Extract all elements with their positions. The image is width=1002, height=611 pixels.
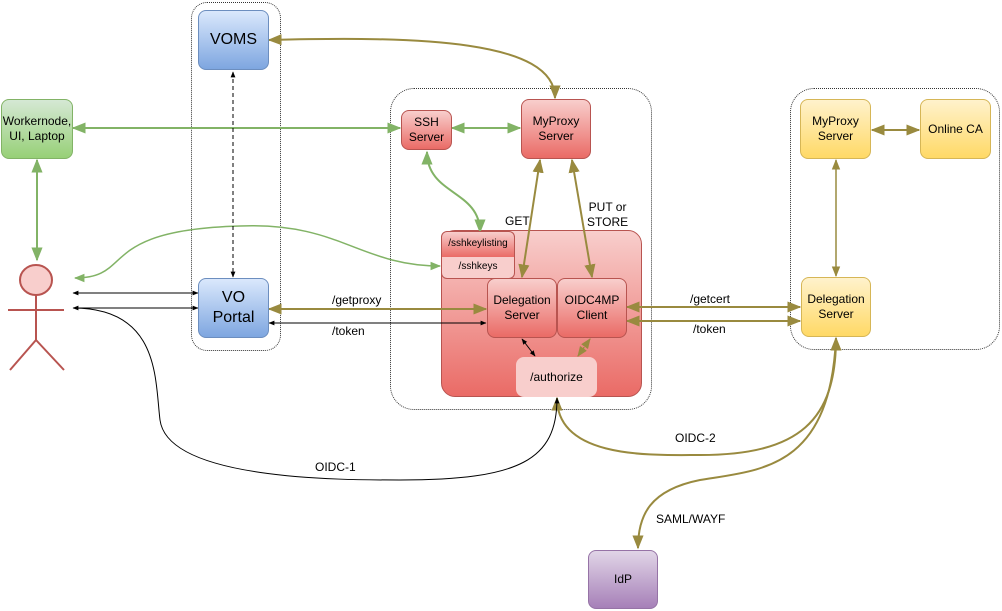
label-saml-wayf: SAML/WAYF: [656, 512, 726, 526]
sshkeys-node[interactable]: /sshkeys: [441, 257, 515, 279]
edge-user-sshkeys: [73, 225, 442, 283]
oidc4mp-client-node[interactable]: OIDC4MP Client: [557, 278, 627, 338]
voms-portal-group: [191, 2, 281, 351]
idp-node[interactable]: IdP: [588, 550, 658, 609]
edge-voms-myproxy: [267, 34, 561, 100]
workernode-node[interactable]: Workernode, UI, Laptop: [1, 99, 73, 159]
label-oidc1: OIDC-1: [315, 460, 356, 474]
label-get: GET: [505, 214, 530, 228]
edge-ssh-sshkeylisting: [421, 150, 486, 234]
myproxy-server-right-node[interactable]: MyProxy Server: [800, 99, 871, 159]
vo-portal-node[interactable]: VO Portal: [198, 278, 269, 338]
label-oidc2: OIDC-2: [675, 431, 716, 445]
voms-node[interactable]: VOMS: [198, 10, 269, 70]
online-ca-group: [790, 88, 1000, 350]
ssh-server-node[interactable]: SSH Server: [401, 110, 452, 150]
label-put-or-store: PUT or STORE: [587, 200, 629, 229]
edge-myproxy-oidc4mp-put: [568, 158, 596, 279]
label-getproxy: /getproxy: [332, 293, 382, 307]
myproxy-server-left-node[interactable]: MyProxy Server: [521, 99, 591, 159]
delegation-server-right-node[interactable]: Delegation Server: [801, 277, 871, 337]
user-actor-icon: [8, 264, 65, 371]
edge-delegation-authorize: [521, 338, 536, 357]
online-ca-node[interactable]: Online CA: [920, 99, 991, 159]
edge-saml-wayf: [632, 337, 837, 550]
sshkeylisting-node[interactable]: /sshkeylisting: [441, 231, 515, 257]
label-token-left: /token: [332, 324, 365, 338]
authorize-node[interactable]: /authorize: [516, 357, 597, 397]
label-token-right: /token: [693, 322, 726, 336]
edge-oidc4mp-authorize: [577, 338, 591, 357]
edge-oidc1: [72, 307, 560, 481]
delegation-server-left-node[interactable]: Delegation Server: [487, 278, 557, 338]
edge-myproxy-delegation-get: [518, 158, 544, 279]
label-getcert: /getcert: [690, 292, 731, 306]
